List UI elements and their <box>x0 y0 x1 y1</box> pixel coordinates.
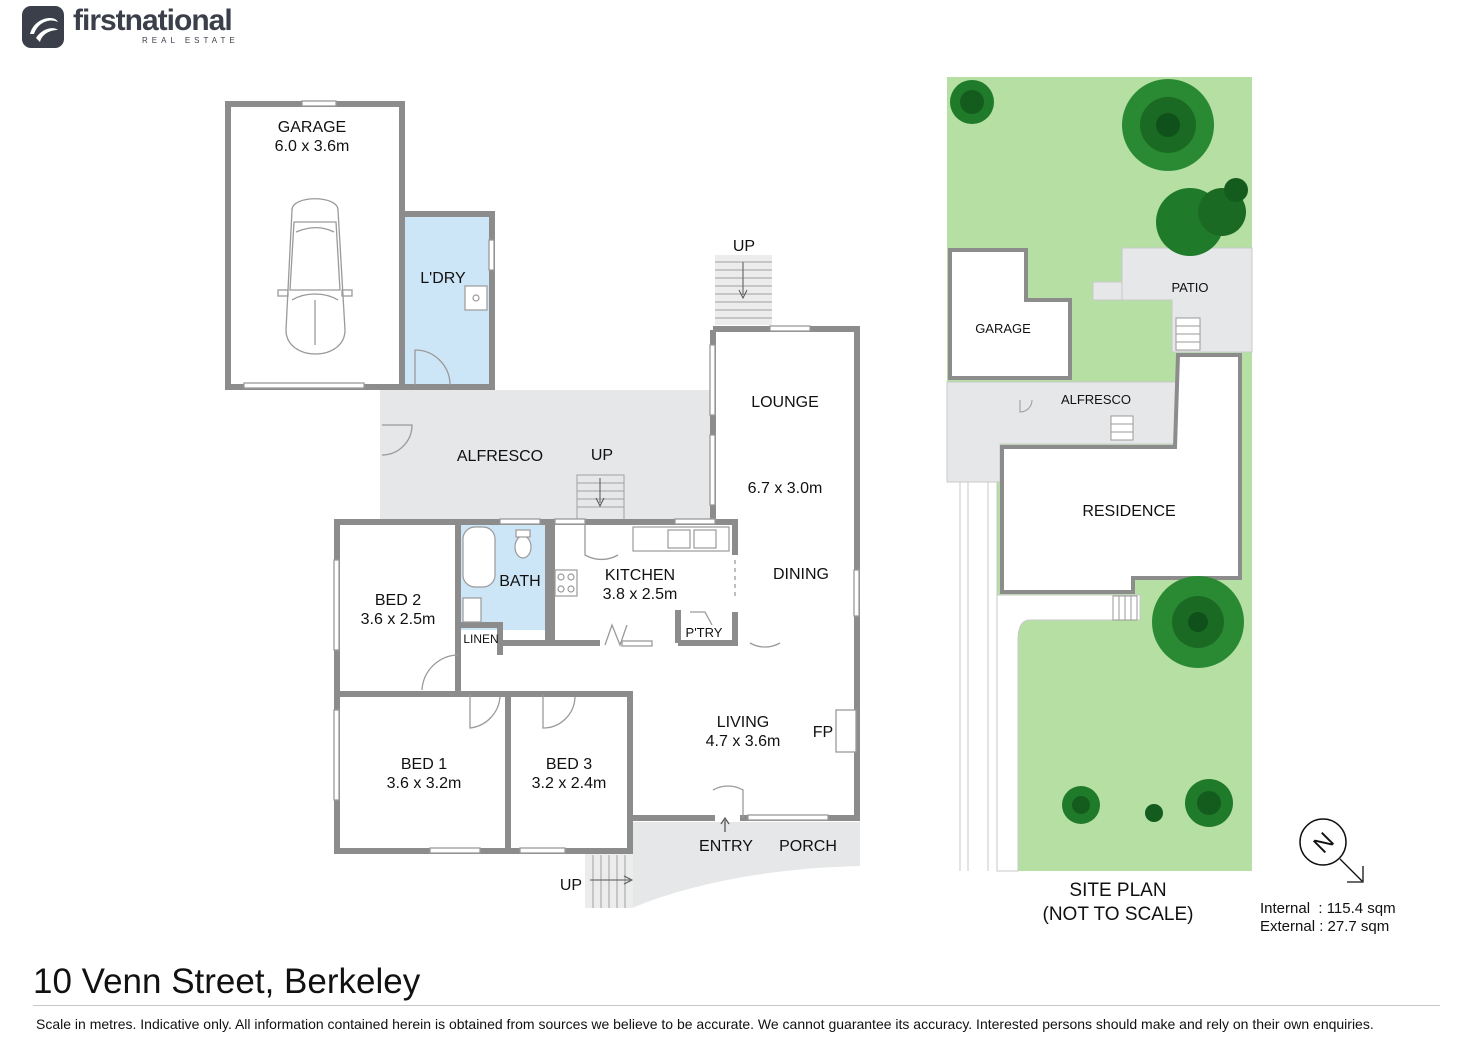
tree-icon <box>950 80 994 124</box>
site-residence-label: RESIDENCE <box>1082 503 1175 520</box>
stairs-lounge <box>715 261 772 319</box>
floor-plan-labels: GARAGE 6.0 x 3.6m L'DRY ALFRESCO UP UP U… <box>275 119 837 894</box>
toilet-icon <box>514 535 532 559</box>
site-plan: PATIO GARAGE ALFRESCO RESIDENCE SITE PLA… <box>946 77 1253 925</box>
bed3-label: BED 3 <box>546 756 592 773</box>
site-garage-label: GARAGE <box>975 321 1031 336</box>
living-size: 4.7 x 3.6m <box>706 733 781 750</box>
kitchen-label: KITCHEN <box>605 567 675 584</box>
area-summary: Internal : 115.4 sqm External : 27.7 sqm <box>1260 900 1396 936</box>
fireplace-label: FP <box>813 724 833 741</box>
kitchen-size: 3.8 x 2.5m <box>603 586 678 603</box>
laundry-label: L'DRY <box>420 270 466 287</box>
divider <box>33 1005 1440 1006</box>
site-alfresco-label: ALFRESCO <box>1061 392 1131 407</box>
cooktop-icon <box>554 569 578 597</box>
brand-tagline: REAL ESTATE <box>142 36 239 45</box>
garage-size: 6.0 x 3.6m <box>275 138 350 155</box>
living-label: LIVING <box>717 714 769 731</box>
external-area: External : 27.7 sqm <box>1260 918 1390 935</box>
bed2-label: BED 2 <box>375 592 421 609</box>
stairs-up-label: UP <box>733 238 755 255</box>
internal-area: Internal : 115.4 sqm <box>1260 900 1396 917</box>
bed1-size: 3.6 x 3.2m <box>387 775 462 792</box>
trees <box>950 79 1248 827</box>
stairs-up-label: UP <box>591 447 613 464</box>
bed2-size: 3.6 x 2.5m <box>361 611 436 628</box>
garage-label: GARAGE <box>278 119 346 136</box>
tree-icon <box>1122 79 1214 171</box>
brand-name: firstnational <box>73 4 233 37</box>
tree-icon <box>1062 786 1100 824</box>
compass-icon: N <box>1299 818 1364 883</box>
tree-icon <box>1145 804 1163 822</box>
property-address: 10 Venn Street, Berkeley <box>33 962 421 1001</box>
bed3-size: 3.2 x 2.4m <box>532 775 607 792</box>
pantry-label: P'TRY <box>686 625 723 640</box>
tree-icon <box>1156 178 1248 256</box>
site-plan-title: SITE PLAN <box>1069 880 1166 901</box>
bed1-label: BED 1 <box>401 756 447 773</box>
lounge-size: 6.7 x 3.0m <box>748 480 823 497</box>
disclaimer-text: Scale in metres. Indicative only. All in… <box>36 1016 1374 1032</box>
brand-logo-icon <box>22 6 64 48</box>
doors-windows <box>243 100 860 854</box>
stairs <box>576 261 772 908</box>
porch-label: PORCH <box>779 838 837 855</box>
lounge-label: LOUNGE <box>751 394 819 411</box>
entry-label: ENTRY <box>699 838 753 855</box>
linen-label: LINEN <box>463 632 498 646</box>
car-icon <box>277 198 353 355</box>
site-patio-label: PATIO <box>1171 280 1208 295</box>
stairs-up-label: UP <box>560 877 582 894</box>
tree-icon <box>1152 576 1244 668</box>
stairs-entry <box>590 855 634 908</box>
bathtub-icon <box>462 526 496 588</box>
basin-icon <box>462 597 482 623</box>
dining-label: DINING <box>773 566 829 583</box>
bath-label: BATH <box>499 573 540 590</box>
fixtures <box>462 285 730 623</box>
tree-icon <box>1185 779 1233 827</box>
alfresco-label: ALFRESCO <box>457 448 543 465</box>
site-plan-note: (NOT TO SCALE) <box>1043 904 1194 925</box>
